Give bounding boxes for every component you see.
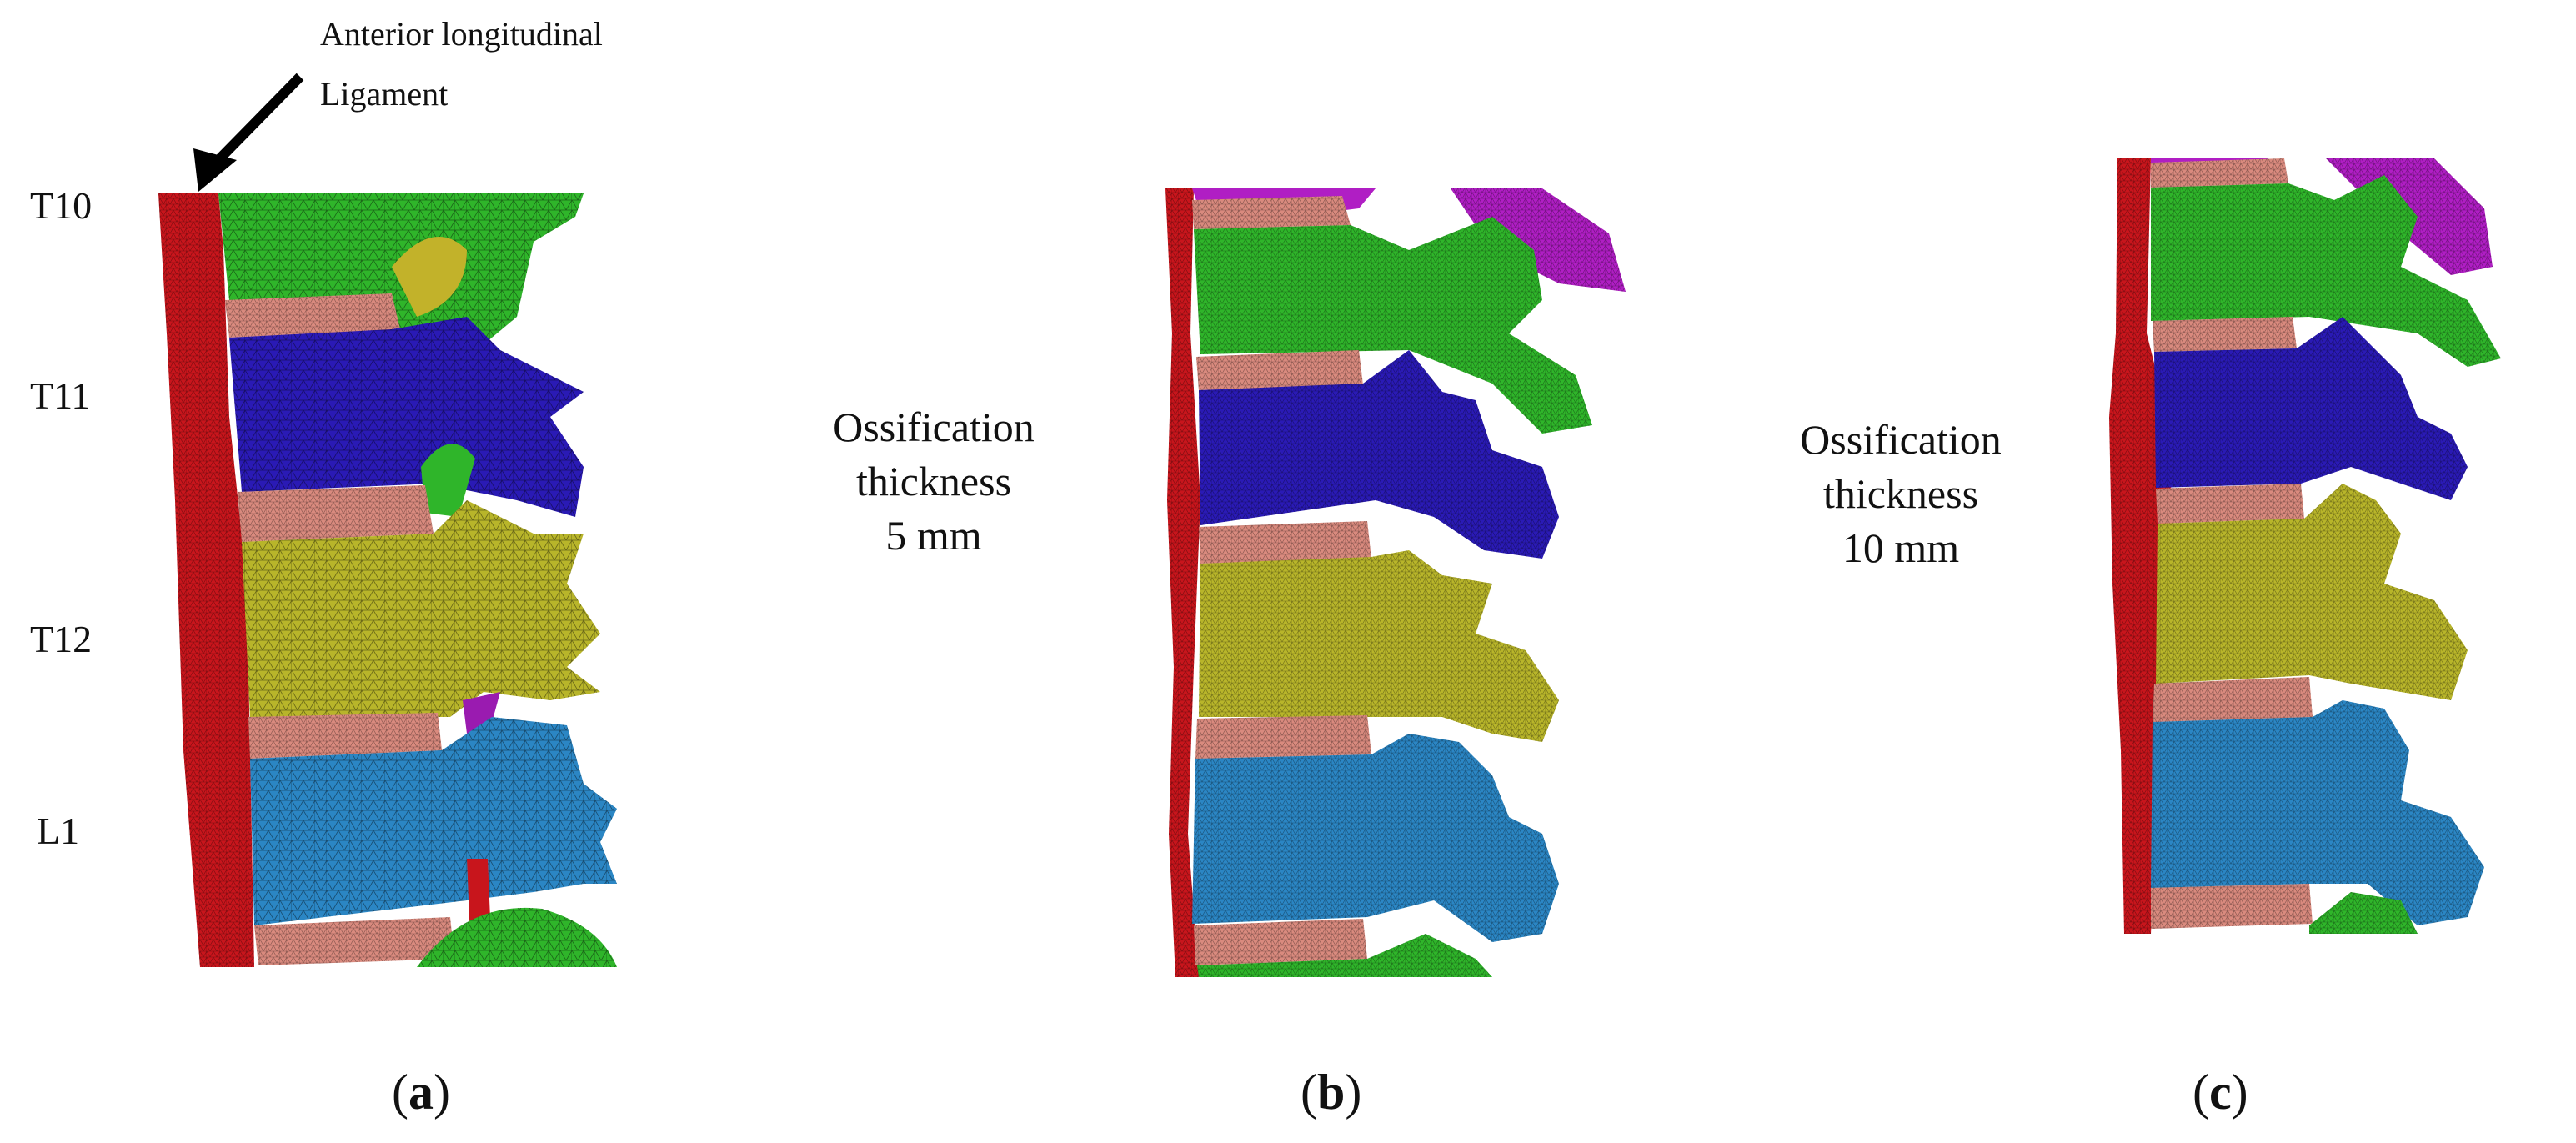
ligament-annotation-line1: Anterior longitudinal bbox=[320, 15, 603, 53]
vertebra-l1-b bbox=[1192, 734, 1559, 942]
disc-l1-l2-c bbox=[2151, 884, 2313, 929]
disc-t10-t11-b bbox=[1196, 350, 1363, 390]
ossification-label-c: Ossification thickness 10 mm bbox=[1709, 413, 2092, 575]
ligament-a bbox=[158, 193, 254, 967]
disc-t11-t12-a bbox=[238, 485, 434, 542]
vertebra-l2-a bbox=[417, 907, 617, 967]
vertebra-t11-a bbox=[229, 317, 584, 517]
disc-t10-t11-c bbox=[2153, 317, 2297, 352]
disc-t11-t12-b bbox=[1199, 521, 1371, 564]
caption-c: (c) bbox=[2193, 1067, 2248, 1117]
disc-t12-l1-a bbox=[248, 713, 442, 759]
caption-a-close: ) bbox=[433, 1065, 450, 1120]
caption-a-letter: a bbox=[408, 1065, 434, 1120]
spine-model-a bbox=[158, 73, 617, 967]
vertebra-t11-c bbox=[2154, 317, 2468, 500]
caption-b-open: ( bbox=[1301, 1065, 1317, 1120]
caption-b: (b) bbox=[1301, 1067, 1361, 1117]
ossification-label-b-line1: Ossification bbox=[833, 404, 1035, 450]
panel-a: Anterior longitudinal Ligament T10 T11 T… bbox=[0, 0, 750, 1143]
ossification-label-b-line3: 5 mm bbox=[885, 512, 982, 559]
ossification-label-c-line1: Ossification bbox=[1800, 416, 2002, 463]
disc-t9-t10-b bbox=[1192, 196, 1351, 229]
vertebra-t12-b bbox=[1199, 550, 1559, 742]
vertebra-l2-c bbox=[2309, 892, 2418, 934]
caption-a-open: ( bbox=[392, 1065, 408, 1120]
vertebra-t10-c bbox=[2151, 175, 2501, 367]
panel-c: Ossification thickness 10 mm bbox=[1709, 0, 2576, 1143]
disc-l1-l2-b bbox=[1194, 919, 1367, 965]
disc-l1-l2-a bbox=[254, 917, 454, 965]
caption-c-open: ( bbox=[2193, 1065, 2209, 1120]
disc-t12-l1-b bbox=[1195, 715, 1371, 759]
level-label-t12: T12 bbox=[30, 618, 93, 660]
level-label-t10: T10 bbox=[30, 184, 93, 227]
ossification-label-b-line2: thickness bbox=[855, 458, 1012, 504]
disc-t9-t10-c bbox=[2151, 158, 2288, 188]
caption-b-letter: b bbox=[1316, 1065, 1346, 1120]
disc-t10-t11-a bbox=[225, 293, 400, 338]
panel-b: Ossification thickness 5 mm bbox=[750, 0, 1667, 1143]
caption-b-close: ) bbox=[1345, 1065, 1362, 1120]
spine-model-b bbox=[1165, 188, 1626, 977]
spine-model-c bbox=[2109, 158, 2501, 934]
ligament-b bbox=[1165, 188, 1200, 977]
ligament-annotation-line2: Ligament bbox=[320, 75, 449, 113]
arrow-icon bbox=[193, 73, 304, 192]
disc-t11-t12-c bbox=[2156, 484, 2304, 524]
vertebra-t10-a bbox=[218, 193, 584, 358]
level-label-t11: T11 bbox=[30, 374, 91, 417]
vertebra-t11-b bbox=[1199, 350, 1559, 559]
caption-c-letter: c bbox=[2208, 1065, 2232, 1120]
level-label-l1: L1 bbox=[37, 810, 80, 852]
disc-t12-l1-c bbox=[2153, 677, 2313, 722]
vertebra-t12-c bbox=[2156, 484, 2468, 700]
vertebra-l2-b bbox=[1197, 934, 1492, 977]
vertebra-l1-c bbox=[2151, 700, 2484, 925]
ossification-label-b: Ossification thickness 5 mm bbox=[750, 400, 1117, 563]
ossification-label-c-line3: 10 mm bbox=[1842, 524, 1960, 571]
ossification-label-c-line2: thickness bbox=[1822, 470, 1979, 517]
caption-a: (a) bbox=[392, 1067, 450, 1117]
caption-c-close: ) bbox=[2231, 1065, 2248, 1120]
vertebra-t10-b bbox=[1194, 217, 1592, 434]
